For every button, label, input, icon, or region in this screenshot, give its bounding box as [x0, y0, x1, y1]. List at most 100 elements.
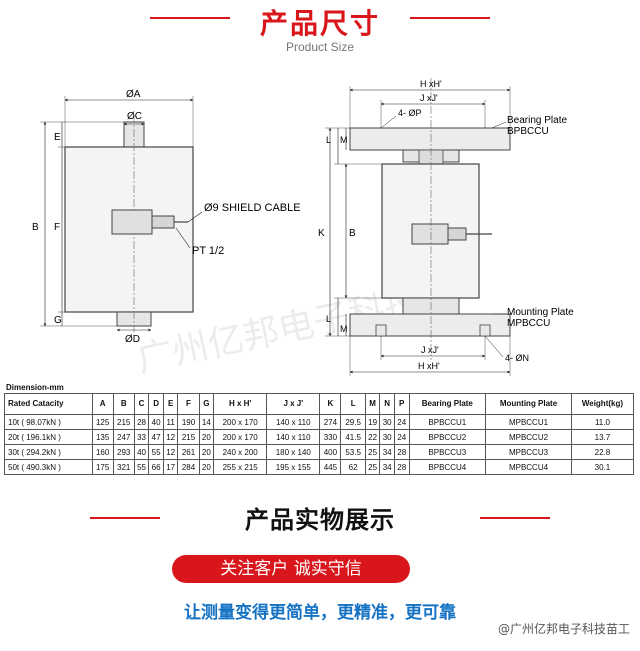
- table-cell: 22.8: [570, 444, 635, 460]
- table-cell: 29.5: [340, 414, 366, 430]
- table-cell: 195 x 155: [266, 459, 321, 475]
- junction-box: [111, 209, 153, 235]
- table-cell: 55: [148, 444, 164, 460]
- bottom-l-label: L: [326, 314, 331, 324]
- table-cell: 47: [148, 429, 164, 445]
- table-cell: 160: [91, 444, 114, 460]
- thread-callout: PT 1/2: [192, 245, 224, 257]
- table-cell: 33: [133, 429, 150, 445]
- dim-a-label: ØA: [126, 89, 141, 100]
- bottom-jxj-label: J xJ': [421, 345, 439, 355]
- table-cell: 66: [148, 459, 164, 475]
- table-cell: 20t ( 196.1kN ): [4, 429, 93, 445]
- section-rule-right: [480, 517, 550, 519]
- dim-f-label: F: [54, 222, 60, 233]
- table-cell: 50t ( 490.3kN ): [4, 459, 93, 475]
- table-cell: 274: [319, 414, 342, 430]
- table-cell: 215: [177, 429, 200, 445]
- table-cell: 20: [198, 444, 215, 460]
- table-cell: 30: [379, 429, 395, 445]
- table-cell: 140 x 110: [266, 429, 321, 445]
- table-cell: 11.0: [570, 414, 635, 430]
- bearing-plate-label: Bearing Plate: [507, 115, 567, 126]
- table-cell: 400: [319, 444, 342, 460]
- table-cell: BPBCCU3: [408, 444, 487, 460]
- table-cell: 10t ( 98.07kN ): [4, 414, 93, 430]
- table-cell: BPBCCU4: [408, 459, 487, 475]
- table-header-cell: D: [148, 393, 164, 415]
- table-header-cell: A: [91, 393, 114, 415]
- table-cell: 19: [364, 414, 381, 430]
- table-cell: 255 x 215: [213, 459, 268, 475]
- table-cell: 30.1: [570, 459, 635, 475]
- section-title: 产品实物展示: [245, 506, 395, 534]
- top-holes-label: 4- ØP: [398, 108, 422, 118]
- table-cell: 125: [91, 414, 114, 430]
- table-cell: 11: [162, 414, 179, 430]
- table-cell: 25: [364, 444, 381, 460]
- table-cell: 293: [112, 444, 135, 460]
- table-cell: 13.7: [570, 429, 635, 445]
- table-cell: 34: [379, 444, 395, 460]
- table-header-cell: L: [340, 393, 366, 415]
- table-cell: 20: [198, 459, 215, 475]
- table-header-cell: B: [112, 393, 135, 415]
- bottom-m-label: M: [340, 324, 348, 334]
- table-cell: 53.5: [340, 444, 366, 460]
- table-header-cell: E: [162, 393, 179, 415]
- table-header-cell: F: [177, 393, 200, 415]
- promo-banner: 关注客户 诚实守信: [172, 555, 410, 583]
- page-title: 产品尺寸: [259, 7, 380, 40]
- table-cell: 200 x 170: [213, 429, 268, 445]
- top-l-label: L: [326, 135, 331, 145]
- title-rule-left: [150, 17, 230, 19]
- table-cell: 14: [198, 414, 215, 430]
- bearing-plate: [349, 127, 511, 151]
- bottom-holes-label: 4- ØN: [505, 353, 529, 363]
- table-header-cell: C: [133, 393, 150, 415]
- table-header-cell: H x H': [213, 393, 268, 415]
- top-m-label: M: [340, 135, 348, 145]
- table-cell: 190: [177, 414, 200, 430]
- table-cell: 62: [340, 459, 366, 475]
- slogan: 让测量变得更简单，更精准，更可靠: [184, 603, 456, 623]
- watermark: @广州亿邦电子科技苗工: [497, 622, 630, 636]
- table-header-cell: Mounting Plate: [485, 393, 572, 415]
- page-subtitle: Product Size: [285, 40, 355, 54]
- dim-c-label: ØC: [127, 111, 142, 122]
- bottom-hxh-label: H xH': [418, 361, 440, 371]
- right-b-label: B: [349, 228, 356, 239]
- dim-e-label: E: [54, 132, 61, 143]
- table-cell: 34: [379, 459, 395, 475]
- table-cell: 24: [393, 414, 410, 430]
- mounting-plate-code: MPBCCU: [507, 318, 550, 329]
- table-cell: 247: [112, 429, 135, 445]
- top-jxj-label: J xJ': [420, 93, 438, 103]
- table-cell: 180 x 140: [266, 444, 321, 460]
- table-cell: 30t ( 294.2kN ): [4, 444, 93, 460]
- table-cell: 215: [112, 414, 135, 430]
- table-cell: 55: [133, 459, 150, 475]
- section-rule-left: [90, 517, 160, 519]
- dimension-drawing: 广州亿邦电子科技 ØA ØC B F E G ØD: [32, 78, 574, 380]
- load-cell-assembly-view: H xH' J xJ' 4- ØP Bearing Plate BPBCCU L…: [318, 78, 574, 376]
- table-cell: 284: [177, 459, 200, 475]
- table-cell: 240 x 200: [213, 444, 268, 460]
- table-cell: 22: [364, 429, 381, 445]
- table-cell: 200 x 170: [213, 414, 268, 430]
- table-cell: 17: [162, 459, 179, 475]
- mounting-plate-label: Mounting Plate: [507, 307, 574, 318]
- table-cell: 30: [379, 414, 395, 430]
- table-cell: 330: [319, 429, 342, 445]
- table-cell: 261: [177, 444, 200, 460]
- table-cell: 445: [319, 459, 342, 475]
- load-cell-side-view: ØA ØC B F E G ØD Ø9 SHIELD CABLE PT 1/2: [32, 89, 301, 345]
- table-cell: MPBCCU4: [485, 459, 572, 475]
- table-header-cell: Weight(kg): [570, 393, 635, 415]
